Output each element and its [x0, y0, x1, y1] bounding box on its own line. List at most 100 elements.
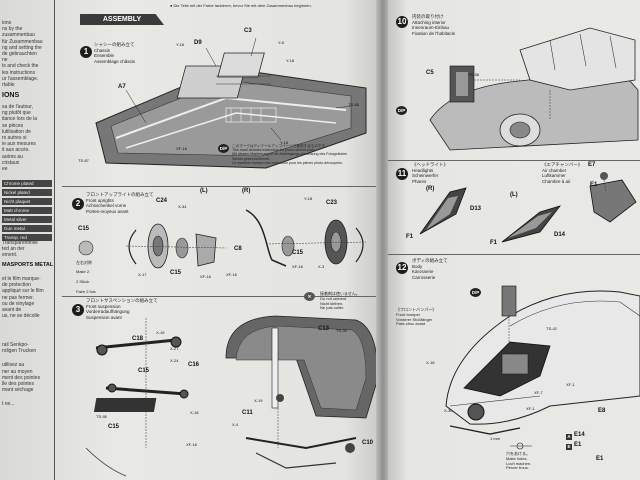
margin-divider	[54, 0, 55, 480]
step-1-chassis: 1 シャシーの組み立て Chassis Ensemble Assemblage …	[66, 28, 378, 178]
right-instruction-page: 10 内装の取り付け Attaching interior Innenraum-…	[388, 0, 640, 480]
margin-heading-metal: MASPORTS METAL	[2, 262, 54, 268]
margin-line: ee	[2, 166, 8, 173]
margin-line: utilisez au	[2, 362, 25, 369]
top-note: ● Die Teile mit der Farbe lackieren, bev…	[170, 3, 312, 8]
note-line: Faire 2 fois	[76, 288, 96, 294]
paint-color-item: Nickel plated	[2, 189, 52, 196]
suspension-diagram	[85, 315, 378, 477]
part-label: XF-1	[526, 406, 535, 411]
margin-line: ement.	[2, 252, 18, 259]
part-label: E1	[574, 442, 582, 448]
part-label: D13	[470, 206, 482, 212]
part-label: Y-8	[278, 40, 284, 45]
margin-line: sa de l'autour,	[2, 104, 33, 110]
step-title: 内装の取り付け Attaching interior Innenraum-Ein…	[412, 14, 456, 36]
part-label: E8	[598, 408, 606, 414]
part-label: E14	[574, 432, 585, 438]
part-label: X-3	[318, 264, 325, 269]
chassis-diagram	[95, 37, 367, 169]
part-label: TS-95	[96, 414, 107, 419]
margin-line: rs autres si	[2, 135, 27, 142]
part-label: C10	[362, 440, 374, 446]
margin-line: ng and setting the	[2, 44, 42, 51]
margin-line: ie aux mesures	[2, 141, 36, 148]
part-label: X-27	[170, 346, 179, 351]
part-label: C3	[244, 28, 252, 34]
margin-line: ne	[2, 57, 8, 64]
step-title: フロントアップライトの組み立て Front uprights Achsschen…	[86, 192, 154, 214]
margin-line: et le film marque-	[2, 276, 41, 282]
margin-line: ng plutôt que	[2, 110, 31, 117]
margin-line: ner au moyen	[2, 368, 33, 375]
left-side-label: (L)	[200, 188, 208, 194]
part-label: C13	[318, 326, 330, 332]
part-label: E7	[588, 162, 596, 168]
part-label: TS-87	[78, 158, 89, 163]
margin-line: ts and check the	[2, 63, 39, 70]
part-label: X-18	[426, 360, 435, 365]
margin-lines-bottom: rail Senkpo- rollgen Trucken utilisez au…	[2, 342, 52, 408]
paint-color-item: Gun metal	[2, 225, 52, 232]
paint-color-item: Matt chrome	[2, 207, 52, 214]
paint-color-list: Chrome plated Nickel plated Nicht plaque…	[2, 180, 52, 243]
dip-mark-icon: D/P	[396, 106, 407, 115]
part-label: X-17	[138, 272, 147, 277]
margin-line: ted an der	[2, 246, 25, 253]
margin-line: rollgen Trucken	[2, 348, 37, 355]
margin-line: autres au	[2, 153, 23, 160]
part-label: C15	[292, 250, 304, 256]
margin-lines-low2: et le film marque- de protection appliqu…	[2, 276, 52, 319]
margin-line: Transparentfolie	[2, 240, 38, 246]
interior-diagram	[429, 27, 639, 151]
margin-line: cristaux	[2, 159, 20, 166]
margin-heading-ions: IONS	[2, 92, 20, 99]
margin-line: t ne...	[2, 401, 15, 408]
step-12-body: 12 ボディの組み立て Body Karosserie Carrosserie …	[390, 256, 640, 480]
margin-line: appliqué sur le film	[2, 288, 44, 295]
margin-lines-mid: sa de l'autour, ng plutôt que itance lor…	[2, 104, 52, 172]
hole-size-label: 1 mm	[490, 436, 500, 441]
margin-line: se pièces	[2, 122, 24, 129]
part-label: C8	[234, 246, 242, 252]
part-label: Y-16	[176, 42, 185, 47]
part-label: Y-18	[280, 140, 289, 145]
part-label: XF-7	[534, 390, 543, 395]
margin-line: lle des pointes	[2, 381, 34, 388]
book-spine	[376, 0, 390, 480]
part-label: XF-1	[566, 382, 575, 387]
part-label: X-19	[254, 398, 263, 403]
margin-line: de gebrauchten	[2, 51, 37, 58]
body-diagram	[445, 285, 640, 450]
margin-line: us, ne se décolle	[2, 313, 40, 320]
part-label: C15	[170, 270, 182, 276]
margin-line: les instructions	[2, 69, 36, 76]
step-10-interior: 10 内装の取り付け Attaching interior Innenraum-…	[390, 10, 640, 160]
make-holes-note: 穴をあける。 Make holes. Loch machen. Percer t…	[506, 451, 532, 471]
step-title: ボディの組み立て Body Karosserie Carrosserie	[412, 258, 448, 280]
note-line: 左右対称	[76, 259, 92, 265]
part-label: XF-16	[186, 442, 197, 447]
margin-line: ns by the zusammenbau	[2, 26, 35, 39]
part-label: D9	[194, 40, 202, 46]
step-number: 2	[72, 198, 84, 210]
dip-mark-icon: D/P	[470, 288, 481, 297]
margin-line: für Zusammenbau	[2, 38, 43, 45]
part-label: Y-18	[286, 58, 295, 63]
paint-color-item: Metal silver	[2, 216, 52, 223]
part-label: X-19	[156, 330, 165, 335]
part-tree-a-icon: A	[566, 434, 572, 440]
part-label: C15	[78, 226, 90, 232]
front-bumper-note: 《フロントバンパー》 Front bumper Vorderer Stoßfän…	[396, 307, 437, 327]
margin-line: rail Senkpo-	[2, 342, 29, 348]
step-number: 3	[72, 304, 84, 316]
part-label: XF-16	[226, 272, 237, 277]
part-label: X-4	[232, 422, 239, 427]
step-number: 10	[396, 16, 408, 28]
step-2-front-uprights: 2 フロントアップライトの組み立て Front uprights Achssch…	[66, 188, 378, 294]
margin-line: it aux accès.	[2, 147, 30, 154]
right-side-label: (R)	[242, 188, 251, 194]
step-number: 12	[396, 262, 408, 274]
part-label: C23	[326, 200, 338, 206]
step-title: シャシーの組み立て Chassis Ensemble Assemblage ch…	[94, 42, 136, 64]
